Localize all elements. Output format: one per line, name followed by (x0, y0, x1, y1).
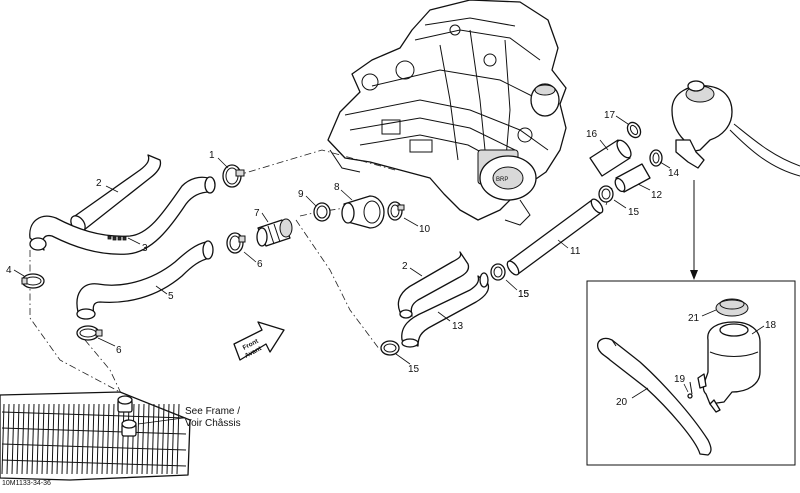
radiator-fin (41, 403, 45, 475)
callout-label: 1 (209, 150, 215, 161)
fitting-part-7 (256, 218, 293, 247)
leader-lines (13, 115, 765, 399)
coupling-part-8 (341, 195, 385, 229)
front-direction-arrow (233, 321, 285, 361)
callout-label: 6 (257, 259, 263, 270)
radiator-fin (136, 403, 140, 475)
frame-note-fr: Voir Châssis (185, 418, 241, 429)
callout-label: 8 (334, 182, 340, 193)
document-reference: 10M1133-34-36 (2, 480, 51, 487)
clamp-part-6-lower (76, 325, 103, 341)
hose-marking (107, 235, 127, 241)
callout-label: 11 (570, 246, 581, 257)
callout-label: 15 (518, 289, 530, 300)
radiator-frame (0, 391, 191, 481)
callout-label: 14 (668, 168, 680, 179)
radiator-rail (1, 411, 187, 419)
clamp-part-10 (387, 201, 405, 221)
callout-label: 2 (402, 261, 408, 272)
clamp-part-4 (21, 273, 45, 289)
radiator-fin (151, 403, 155, 475)
clamp-part-1 (222, 164, 245, 188)
radiator-fin (171, 403, 175, 475)
hose-part-12 (614, 163, 651, 193)
callout-label: 6 (116, 345, 122, 356)
callout-label: 18 (765, 320, 777, 331)
clamp-part-6-upper (226, 232, 246, 254)
pipe-part-11 (506, 198, 604, 276)
frame-note-en: See Frame / (185, 406, 240, 417)
callout-label: 21 (688, 313, 700, 324)
radiator-fin (36, 403, 40, 475)
callout-label: 10 (419, 224, 431, 235)
callout-label: 12 (651, 190, 663, 201)
callout-label: 13 (452, 321, 464, 332)
callout-label: 9 (298, 189, 304, 200)
clamp-part-9 (313, 202, 331, 222)
callout-label: 3 (142, 243, 148, 254)
radiator-fin (31, 403, 35, 475)
callout-label: 20 (616, 397, 628, 408)
inset-arrow (690, 180, 698, 280)
radiator-fin (131, 403, 135, 475)
radiator-fin (56, 403, 60, 475)
callout-labels: 1 2 3 4 5 6 7 8 9 10 11 2 13 15 15 16 17… (6, 110, 777, 408)
hose-part-13 (401, 275, 490, 347)
clamp-part-15-b (490, 263, 506, 281)
clamp-part-15-a (598, 185, 614, 203)
callout-label: 5 (168, 291, 174, 302)
callout-label: 17 (604, 110, 616, 121)
callout-label: 19 (674, 374, 686, 385)
coolant-reservoir-top (671, 80, 800, 177)
radiator-fin (166, 403, 170, 475)
radiator-fin (176, 403, 180, 475)
inset-detail-box (586, 280, 796, 466)
engine-assembly: BRP (327, 0, 567, 226)
reservoir-detail (687, 298, 761, 413)
radiator-fin (156, 403, 160, 475)
radiator-fin (96, 403, 100, 475)
callout-label: 2 (96, 178, 102, 189)
svg-text:BRP: BRP (496, 177, 508, 183)
radiator-fin (51, 403, 55, 475)
callout-label: 7 (254, 208, 260, 219)
clamp-part-17 (626, 121, 642, 139)
callout-label: 4 (6, 265, 12, 276)
radiator-fin (26, 403, 30, 475)
tube-part-16 (589, 139, 632, 177)
radiator-fin (141, 403, 145, 475)
radiator-fin (1, 403, 5, 475)
radiator-fin (6, 403, 10, 475)
radiator-fin (91, 403, 95, 475)
radiator-fin (16, 403, 20, 475)
radiator-fin (46, 403, 50, 475)
radiator-fin (161, 403, 165, 475)
hose-part-2-right (397, 251, 470, 317)
radiator-fin (11, 403, 15, 475)
callout-label: 15 (628, 207, 640, 218)
clamp-part-14 (649, 149, 663, 167)
radiator-rail (1, 443, 187, 451)
radiator-rail (1, 459, 187, 467)
clamp-part-15-c (380, 340, 400, 356)
hose-part-2-left (71, 154, 162, 231)
radiator-fin (21, 403, 25, 475)
overflow-hose-part-20 (597, 337, 712, 456)
callout-label: 15 (518, 289, 530, 300)
callout-label: 16 (586, 129, 598, 140)
callout-label: 15 (408, 364, 420, 375)
radiator-fin (146, 403, 150, 475)
radiator-rail (1, 427, 187, 435)
